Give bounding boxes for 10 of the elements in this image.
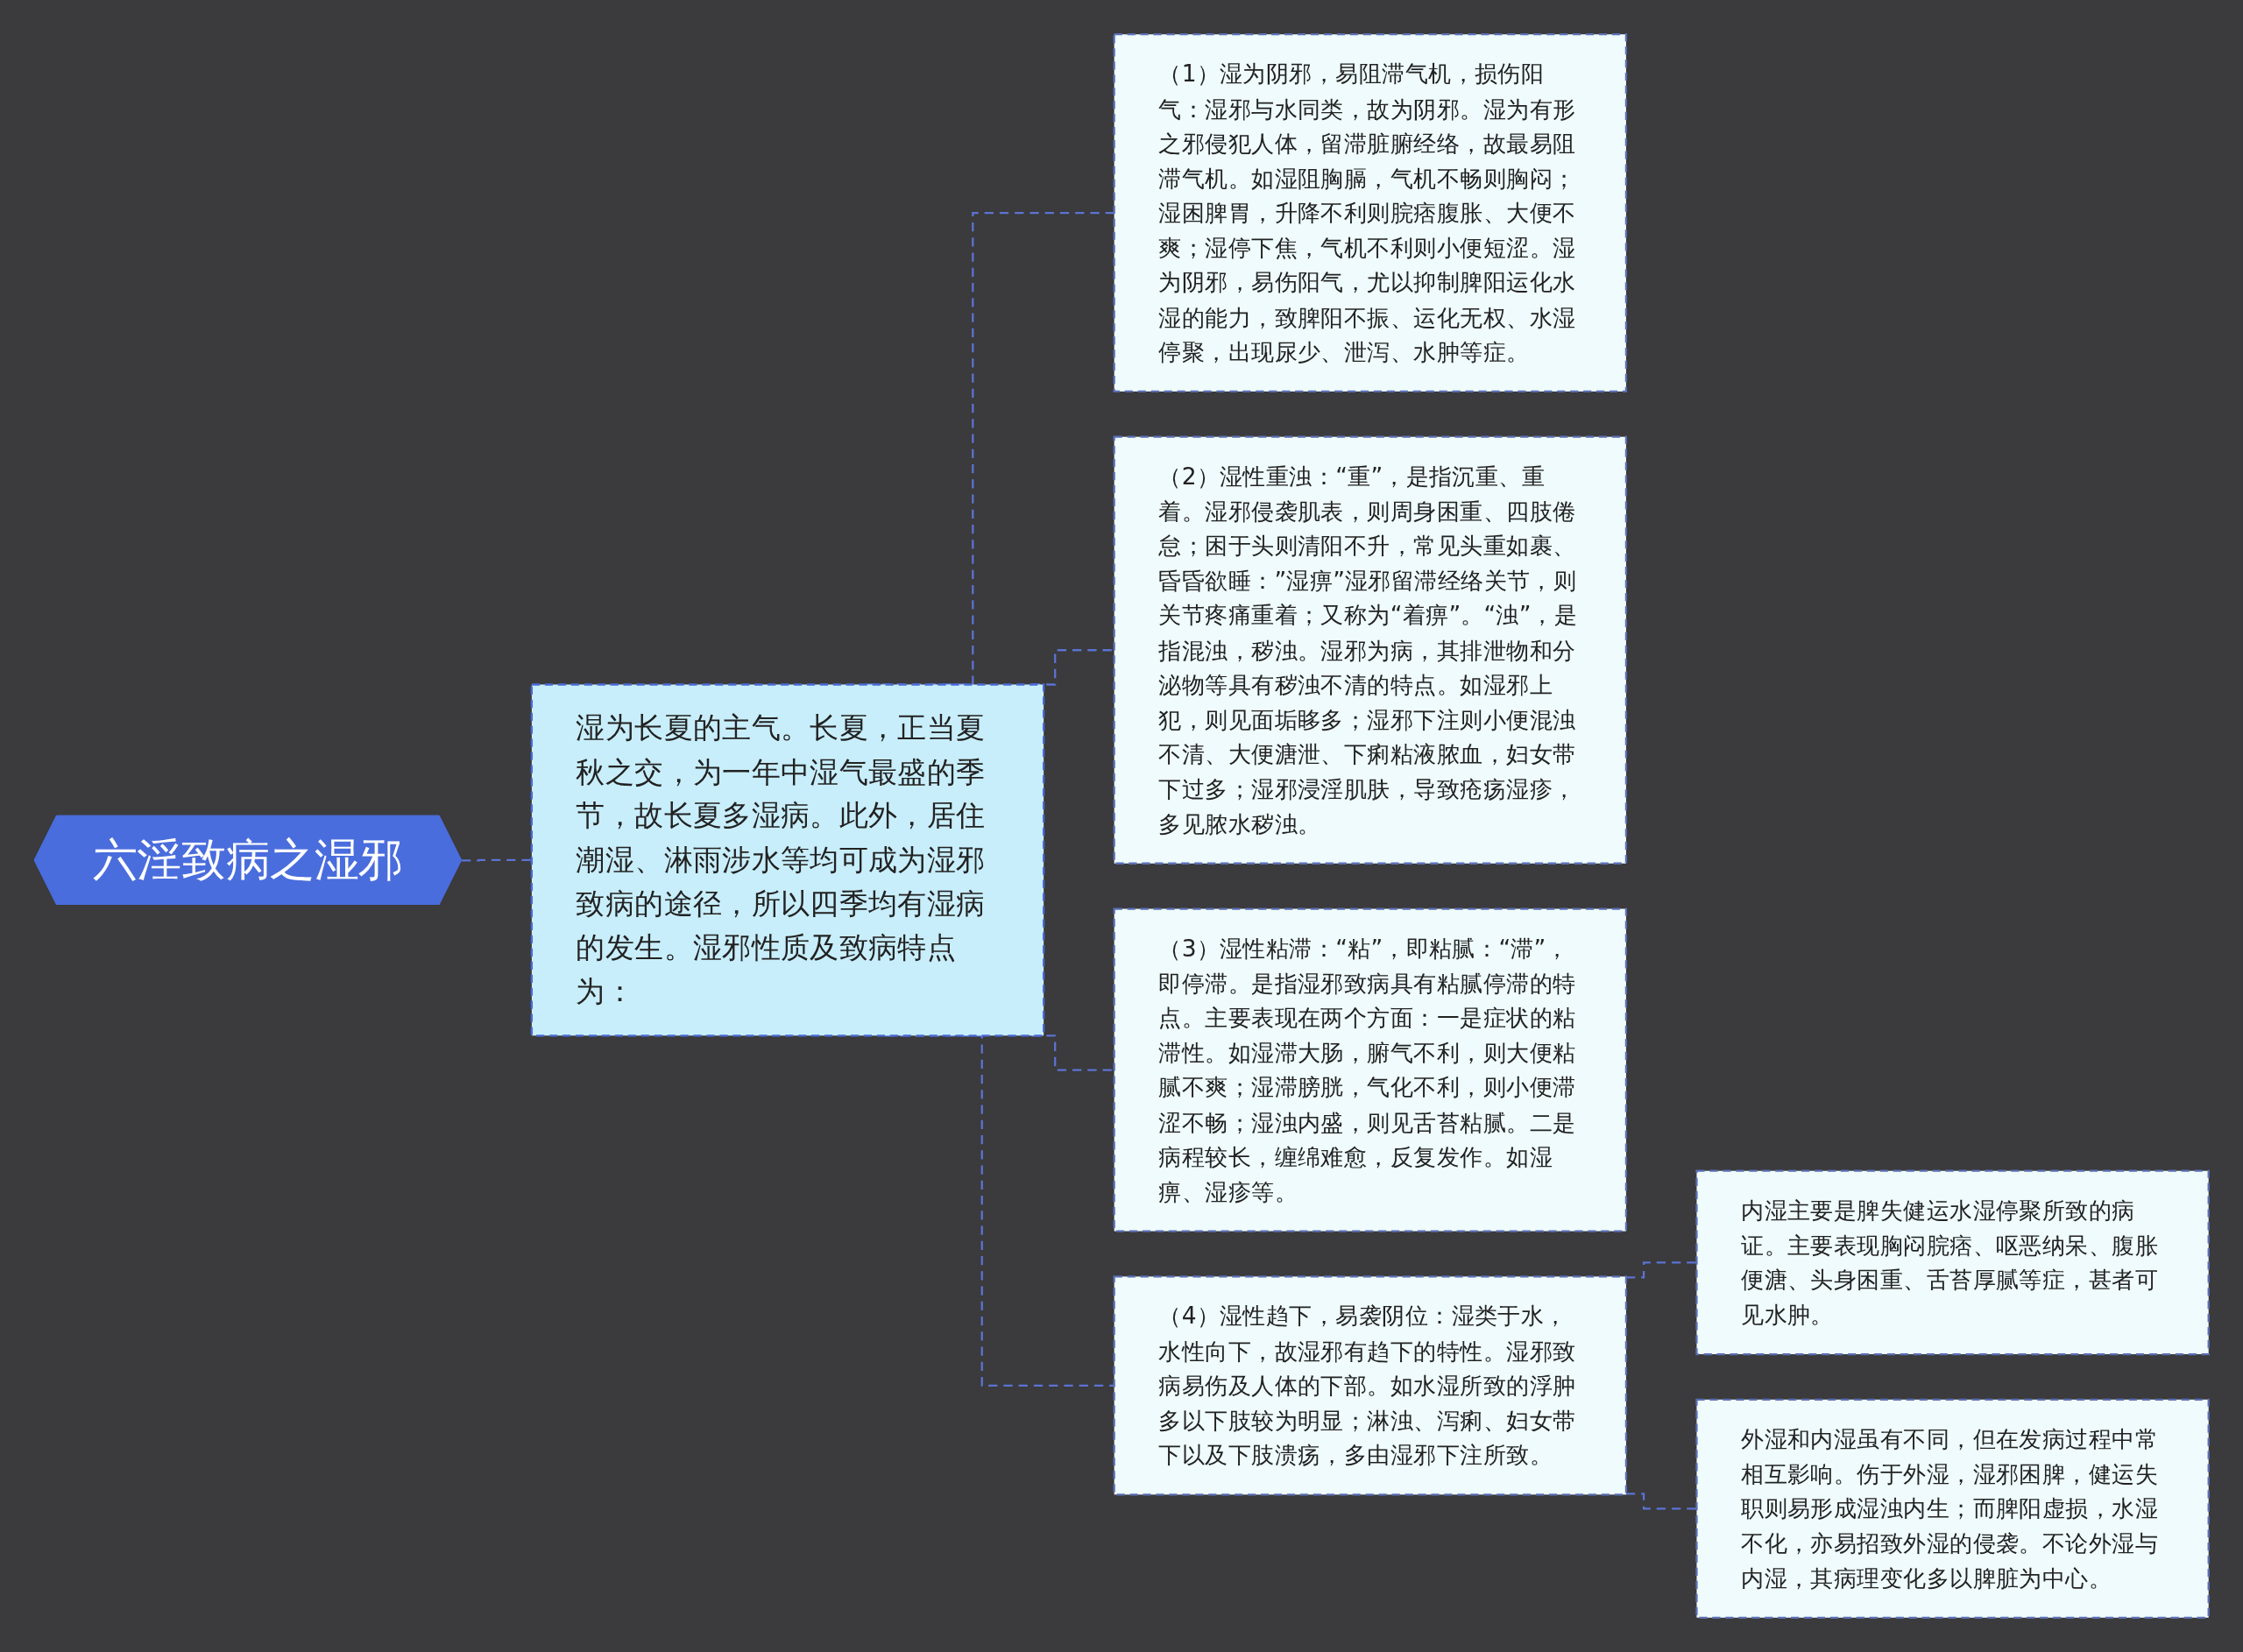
- connector: [1625, 1261, 1697, 1279]
- node-box: 湿为长夏的主气。长夏，正当夏秋之交，为一年中湿气最盛的季节，故长夏多湿病。此外，居住潮湿、淋雨涉水等均可成为湿邪致病的途径，所以四季均有湿病的发生。湿邪性质及致病特点为：: [530, 683, 1045, 1037]
- node-box: （3）湿性粘滞：“粘”，即粘腻：“滞”，即停滞。是指湿邪致病具有粘腻停滞的特点。主要表现在两个方面：一是症状的粘滞性。如湿滞大肠，腑气不利，则大便粘腻不爽；湿滞膀胱，气化不利，则小便滞涩不畅；湿浊内盛，则见舌苔粘腻。二是病程较长，缠绵难愈，反复发作。如湿痹、湿疹等。: [1113, 907, 1628, 1232]
- connector: [461, 858, 532, 862]
- node-box: 外湿和内湿虽有不同，但在发病过程中常相互影响。伤于外湿，湿邪困脾，健运失职则易形成湿浊内生；而脾阳虚损，水湿不化，亦易招致外湿的侵袭。不论外湿与内湿，其病理变化多以脾脏为中心。: [1695, 1398, 2210, 1619]
- connector: [1625, 1493, 1697, 1510]
- node-box: （4）湿性趋下，易袭阴位：湿类于水，水性向下，故湿邪有趋下的特性。湿邪致病易伤及人体的下部。如水湿所致的浮肿多以下肢较为明显；淋浊、泻痢、妇女带下以及下肢溃疡，多由湿邪下注所致。: [1113, 1275, 1628, 1496]
- node-box: 内湿主要是脾失健运水湿停聚所致的病证。主要表现胸闷脘痞、呕恶纳呆、腹胀便溏、头身困重、舌苔厚腻等症，甚者可见水肿。: [1695, 1169, 2210, 1356]
- node-box: （1）湿为阴邪，易阻滞气机，损伤阳气：湿邪与水同类，故为阴邪。湿为有形之邪侵犯人体，留滞脏腑经络，故最易阻滞气机。如湿阻胸膈，气机不畅则胸闷；湿困脾胃，升降不利则脘痞腹胀、大便不爽；湿停下焦，气机不利则小便短涩。湿为阴邪，易伤阳气，尤以抑制脾阳运化水湿的能力，致脾阳不振、运化无权、水湿停聚，出现尿少、泄泻、水肿等症。: [1113, 33, 1628, 393]
- node-box: （2）湿性重浊：“重”，是指沉重、重着。湿邪侵袭肌表，则周身困重、四肢倦怠；困于头则清阳不升，常见头重如裹、昏昏欲睡：”湿痹”湿邪留滞经络关节，则关节疼痛重着；又称为“着痹”。“浊”，是指混浊，秽浊。湿邪为病，其排泄物和分泌物等具有秽浊不清的特点。如湿邪上犯，则见面垢眵多；湿邪下注则小便混浊不清、大便溏泄、下痢粘液脓血，妇女带下过多；湿邪浸淫肌肤，导致疮疡湿疹，多见脓水秽浊。: [1113, 435, 1628, 865]
